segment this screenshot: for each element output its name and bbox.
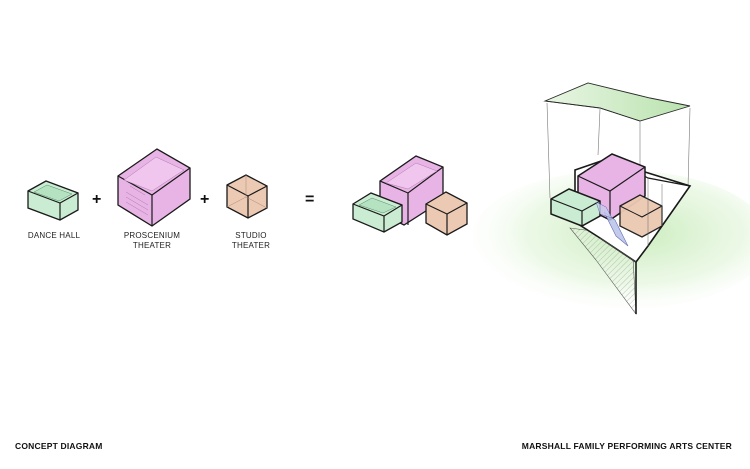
- combined-massing: [352, 155, 468, 236]
- dance-hall-label-text: DANCE HALL: [27, 231, 81, 240]
- proscenium-label-line1: PROSCENIUM: [123, 231, 181, 240]
- studio-label-line2: THEATER: [231, 241, 271, 250]
- dance-hall-label: DANCE HALL: [14, 231, 94, 241]
- equals-operator: =: [305, 191, 315, 208]
- proscenium-label-line2: THEATER: [132, 241, 172, 250]
- proscenium-theater-label: PROSCENIUM THEATER: [112, 231, 192, 251]
- studio-label-line1: STUDIO: [235, 231, 267, 240]
- studio-theater-label: STUDIO THEATER: [211, 231, 291, 251]
- plus-operator-1: +: [92, 191, 102, 208]
- dance-hall-box: [27, 180, 79, 221]
- concept-diagram-caption: CONCEPT DIAGRAM: [15, 441, 103, 451]
- project-title-caption: MARSHALL FAMILY PERFORMING ARTS CENTER: [521, 441, 732, 451]
- building-axonometric: [470, 82, 750, 315]
- proscenium-theater-box: [117, 148, 191, 227]
- studio-theater-box: [226, 174, 268, 219]
- plus-operator-2: +: [200, 191, 210, 208]
